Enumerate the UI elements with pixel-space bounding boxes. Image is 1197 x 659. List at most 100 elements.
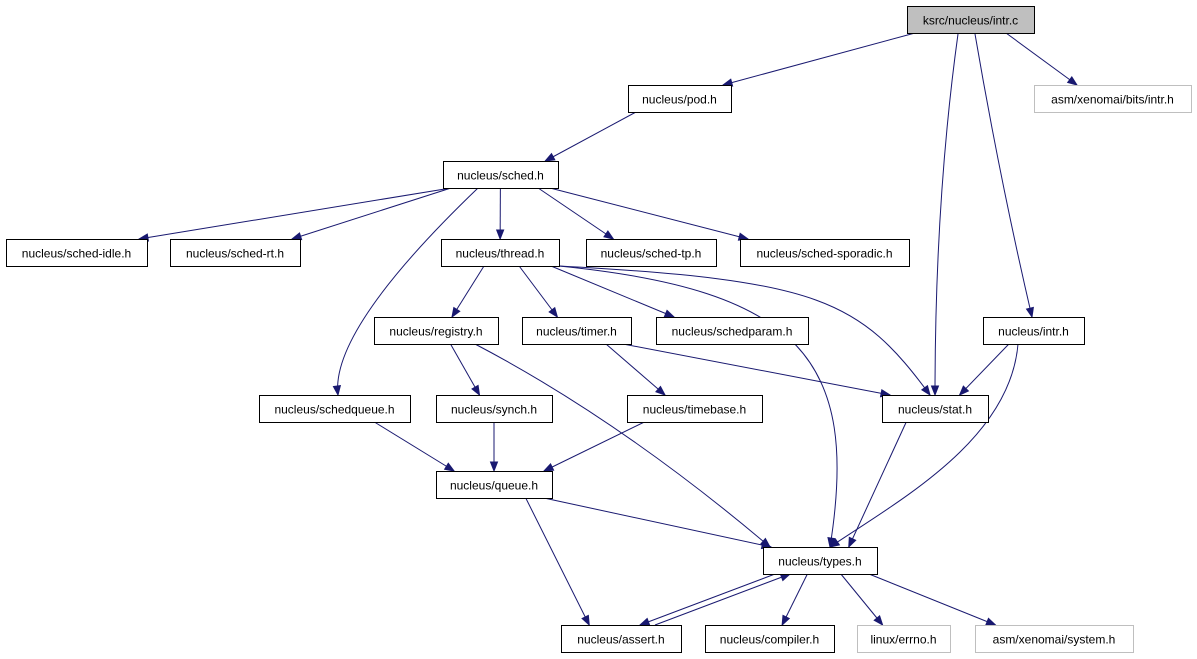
edge-line — [868, 573, 996, 626]
node-schedparam-h[interactable]: nucleus/schedparam.h — [656, 317, 809, 345]
edge-line — [474, 343, 771, 548]
edge-thread_h-to-registry_h — [451, 265, 485, 319]
edge-arrowhead — [471, 384, 481, 397]
node-stat-h[interactable]: nucleus/stat.h — [882, 395, 989, 423]
node-registry-h[interactable]: nucleus/registry.h — [374, 317, 499, 345]
edge-arrowhead — [1066, 75, 1079, 86]
edge-assert_h-to-types_h — [654, 573, 792, 626]
node-pod-h[interactable]: nucleus/pod.h — [628, 85, 732, 113]
node-schedqueue-h[interactable]: nucleus/schedqueue.h — [259, 395, 411, 423]
node-box — [857, 625, 951, 653]
node-box — [6, 239, 148, 267]
node-label: nucleus/thread.h — [456, 247, 545, 261]
edge-types_h-to-errno_h — [840, 573, 884, 627]
node-box — [170, 239, 301, 267]
node-intr-h[interactable]: nucleus/intr.h — [983, 317, 1085, 345]
node-sched-sporadic-h[interactable]: nucleus/sched-sporadic.h — [740, 239, 910, 267]
edge-arrowhead — [873, 614, 884, 627]
edge-arrowhead — [930, 385, 940, 397]
edge-line — [959, 343, 1010, 396]
node-thread-h[interactable]: nucleus/thread.h — [441, 239, 560, 267]
node-sched-rt-h[interactable]: nucleus/sched-rt.h — [170, 239, 301, 267]
edge-arrowhead — [958, 385, 970, 396]
node-synch-h[interactable]: nucleus/synch.h — [436, 395, 553, 423]
edge-intr_c-to-intr_h — [974, 33, 1034, 319]
node-sched-h[interactable]: nucleus/sched.h — [443, 161, 559, 189]
edge-sched_h-to-sched_tp_h — [537, 187, 615, 240]
edge-arrowhead — [781, 614, 791, 627]
edge-intr_c-to-pod_h — [721, 32, 916, 87]
node-box — [586, 239, 717, 267]
edge-timebase_h-to-queue_h — [542, 421, 645, 472]
edge-arrowhead — [542, 463, 555, 472]
edge-arrowhead — [451, 306, 461, 319]
edge-line — [451, 265, 485, 318]
edge-line — [550, 265, 675, 318]
edge-sched_h-to-sched_idle_h — [137, 187, 452, 242]
edge-types_h-to-compiler_h — [781, 573, 808, 627]
node-label: nucleus/sched.h — [457, 169, 544, 183]
edge-arrowhead — [828, 538, 841, 548]
node-label: asm/xenomai/system.h — [993, 633, 1116, 647]
node-label: nucleus/registry.h — [389, 325, 482, 339]
edge-thread_h-to-schedparam_h — [550, 265, 676, 318]
edge-line — [622, 343, 891, 396]
node-types-h[interactable]: nucleus/types.h — [763, 547, 878, 575]
node-asm-intr-h: asm/xenomai/bits/intr.h — [1034, 85, 1192, 113]
node-label: nucleus/pod.h — [642, 93, 717, 107]
node-label: nucleus/assert.h — [577, 633, 664, 647]
edge-line — [934, 33, 959, 396]
node-intr-c: ksrc/nucleus/intr.c — [907, 6, 1035, 34]
edge-registry_h-to-synch_h — [450, 343, 481, 397]
edge-line — [537, 187, 614, 240]
edge-line — [543, 421, 645, 472]
node-sched-idle-h[interactable]: nucleus/sched-idle.h — [6, 239, 148, 267]
node-timer-h[interactable]: nucleus/timer.h — [522, 317, 632, 345]
node-label: nucleus/sched-idle.h — [22, 247, 131, 261]
edge-line — [639, 573, 776, 626]
node-box — [656, 317, 809, 345]
edge-arrowhead — [848, 536, 857, 549]
edge-line — [374, 421, 455, 472]
edge-line — [558, 265, 838, 548]
edge-sched_h-to-sched_sporadic_h — [549, 187, 750, 241]
node-label: nucleus/intr.h — [998, 325, 1069, 339]
node-label: nucleus/synch.h — [451, 403, 537, 417]
edge-queue_h-to-types_h — [543, 497, 773, 550]
node-timebase-h[interactable]: nucleus/timebase.h — [627, 395, 763, 423]
node-label: nucleus/schedparam.h — [672, 325, 793, 339]
edge-line — [848, 421, 907, 548]
node-box — [436, 471, 553, 499]
edge-sched_h-to-schedqueue_h — [332, 187, 479, 397]
node-label: linux/errno.h — [870, 633, 936, 647]
edges-layer — [137, 32, 1079, 627]
node-sched-tp-h[interactable]: nucleus/sched-tp.h — [586, 239, 717, 267]
node-box — [628, 85, 732, 113]
edge-timer_h-to-stat_h — [622, 343, 892, 398]
node-box — [627, 395, 763, 423]
node-label: nucleus/timebase.h — [643, 403, 746, 417]
edge-queue_h-to-assert_h — [525, 497, 590, 627]
node-label: nucleus/timer.h — [536, 325, 617, 339]
node-label: nucleus/schedqueue.h — [274, 403, 394, 417]
edge-arrowhead — [489, 461, 499, 473]
node-box — [975, 625, 1134, 653]
node-label: asm/xenomai/bits/intr.h — [1051, 93, 1174, 107]
edge-line — [1005, 32, 1078, 86]
nodes-layer: ksrc/nucleus/intr.c nucleus/pod.h asm/xeno… — [6, 6, 1192, 653]
edge-arrowhead — [663, 309, 676, 318]
node-box — [1034, 85, 1192, 113]
edge-arrowhead — [581, 614, 590, 627]
node-queue-h[interactable]: nucleus/queue.h — [436, 471, 553, 499]
node-box — [374, 317, 499, 345]
node-errno-h: linux/errno.h — [857, 625, 951, 653]
node-assert-h[interactable]: nucleus/assert.h — [561, 625, 682, 653]
edge-line — [138, 187, 452, 240]
node-box — [740, 239, 910, 267]
edge-thread_h-to-stat_h — [558, 265, 931, 397]
node-compiler-h[interactable]: nucleus/compiler.h — [705, 625, 835, 653]
edge-line — [337, 187, 479, 396]
edge-thread_h-to-timer_h — [518, 265, 559, 319]
edge-intr_h-to-stat_h — [958, 343, 1010, 396]
